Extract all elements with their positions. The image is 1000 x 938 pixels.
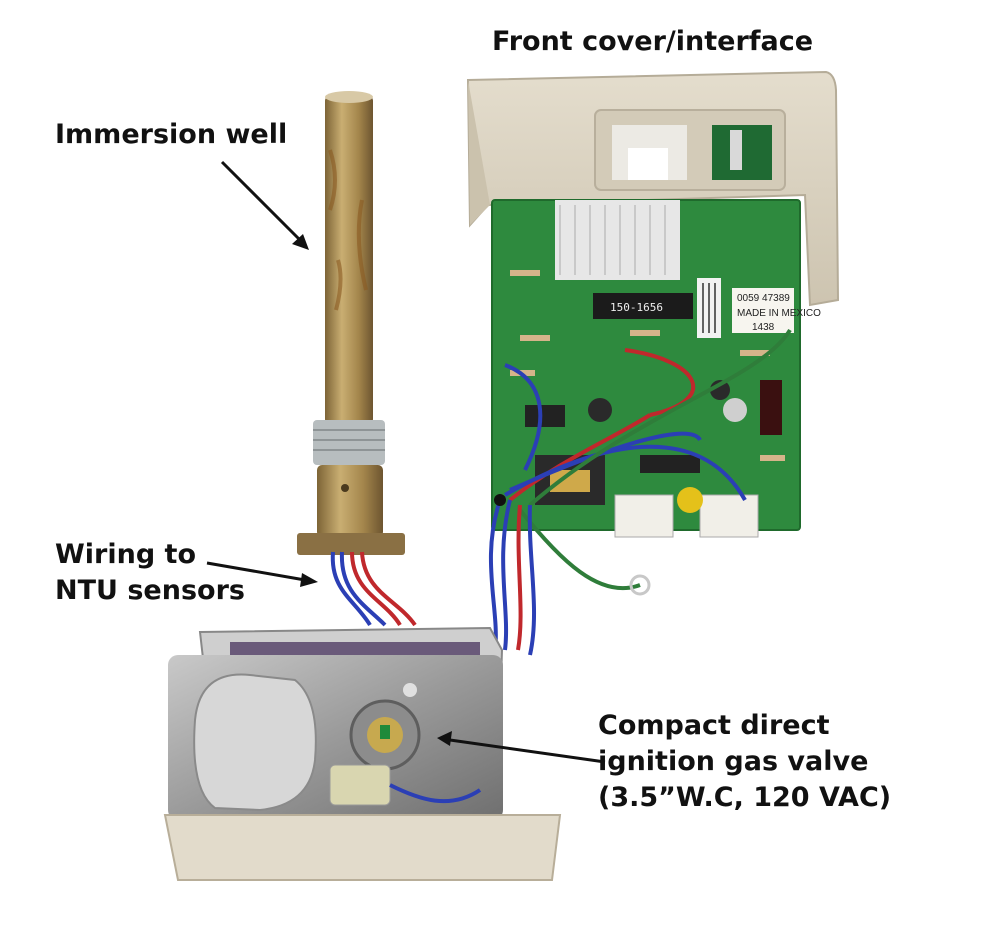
label-front-cover: Front cover/interface bbox=[492, 26, 814, 57]
label-wiring-line-1: Wiring to bbox=[55, 539, 197, 570]
label-wiring: Wiring to NTU sensors bbox=[55, 537, 245, 609]
label-wiring-line-2: NTU sensors bbox=[55, 575, 245, 606]
immersion-well bbox=[297, 91, 405, 555]
svg-text:1438: 1438 bbox=[752, 322, 775, 333]
label-valve-line-3: (3.5”W.C, 120 VAC) bbox=[598, 782, 892, 813]
gas-valve bbox=[163, 626, 562, 881]
control-board: 150-1656 0059 47389 MADE IN MEXICO 1438 bbox=[491, 199, 821, 538]
arrow-immersion-well bbox=[220, 160, 309, 250]
sensor-wiring bbox=[330, 551, 417, 627]
label-gas-valve: Compact direct ignition gas valve (3.5”W… bbox=[598, 708, 891, 816]
svg-text:150-1656: 150-1656 bbox=[610, 301, 663, 314]
board-wiring bbox=[488, 328, 792, 656]
arrow-wiring bbox=[206, 561, 318, 587]
label-immersion-well: Immersion well bbox=[55, 119, 288, 150]
label-valve-line-1: Compact direct bbox=[598, 710, 830, 741]
arrow-gas-valve bbox=[437, 731, 606, 764]
label-valve-line-2: ignition gas valve bbox=[598, 746, 869, 777]
svg-text:MADE IN MEXICO: MADE IN MEXICO bbox=[737, 308, 821, 319]
front-cover bbox=[466, 70, 840, 307]
svg-text:0059 47389: 0059 47389 bbox=[737, 293, 790, 304]
